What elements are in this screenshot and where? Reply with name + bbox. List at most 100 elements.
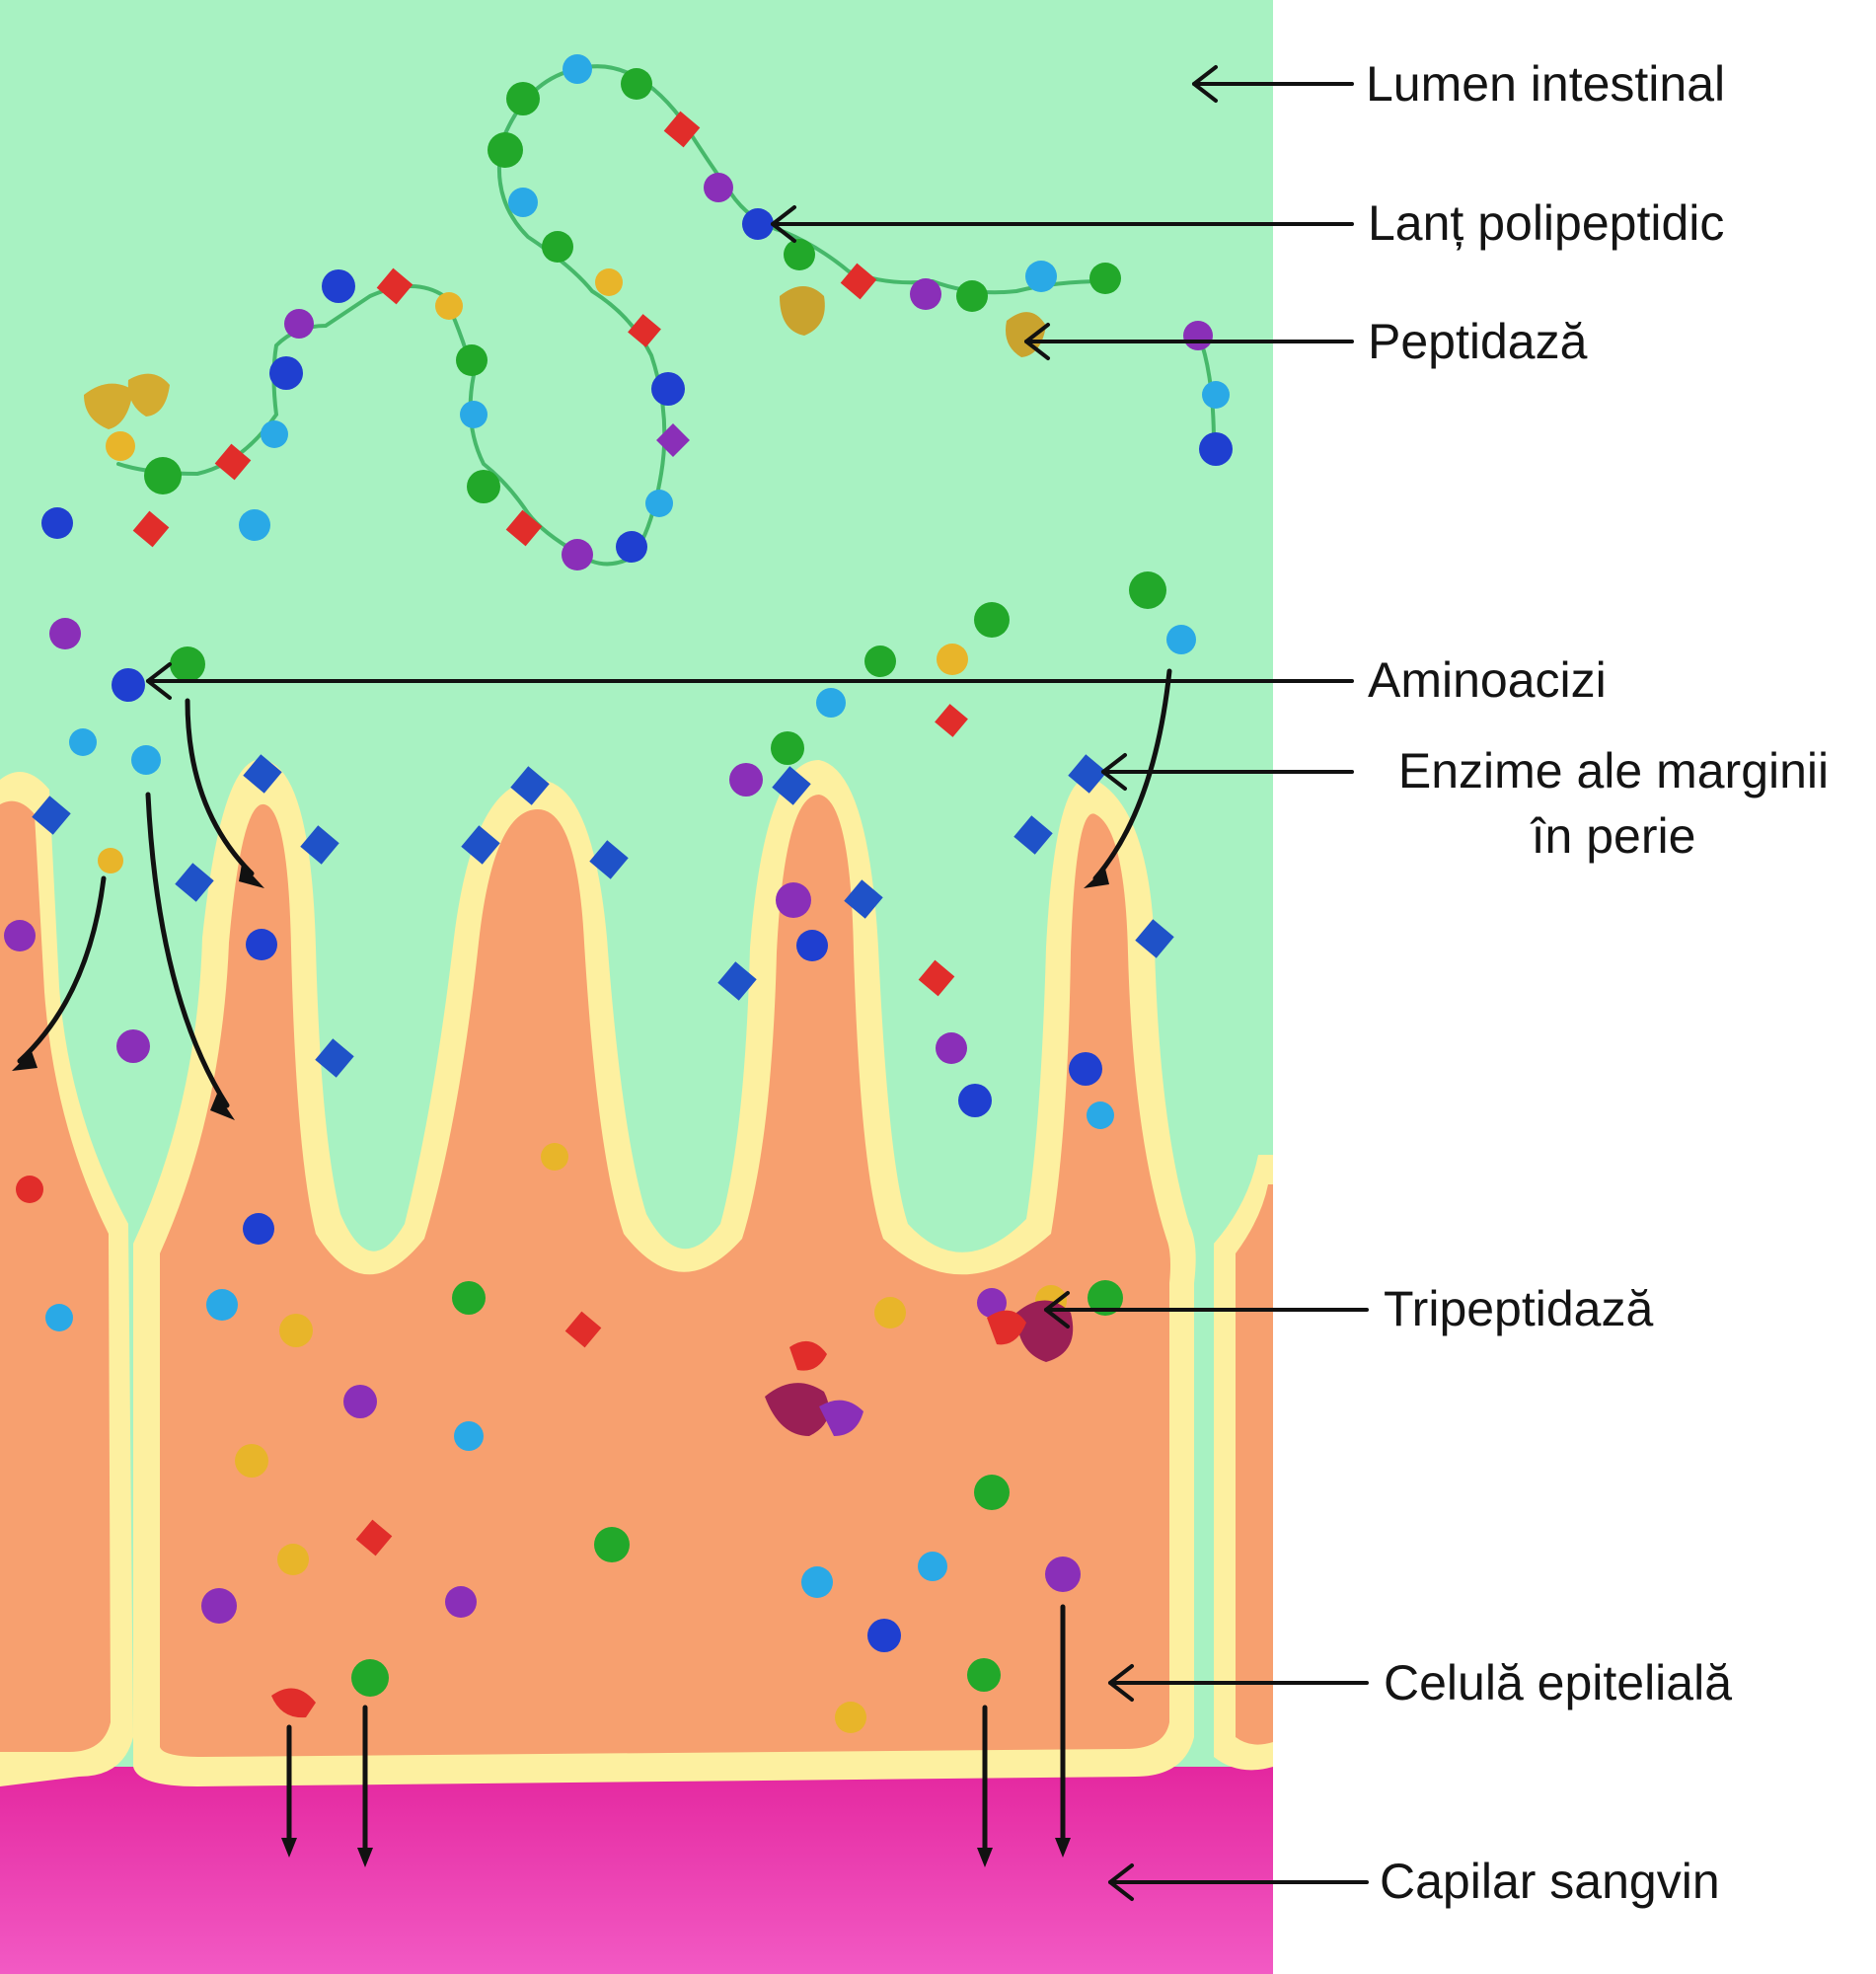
amino-acid [958,1084,992,1117]
amino-acid [261,420,288,448]
absorption-arrow [1092,668,1172,881]
amino-acid [656,423,690,457]
amino-acid [974,1475,1010,1510]
amino-acid [1129,571,1166,609]
amino-acid [1069,1052,1102,1086]
peptidase-enzyme [84,383,133,429]
transport-arrows [17,668,1172,1859]
amino-acid [784,239,815,270]
amino-acid [106,431,135,461]
amino-acid [170,646,205,682]
label-amino-acids: Aminoacizi [1368,652,1607,708]
amino-acid [467,470,500,503]
amino-acid [1202,381,1230,409]
amino-acid [840,263,877,300]
amino-acid [729,763,763,797]
amino-acid [956,280,988,312]
amino-acid [594,1527,630,1562]
amino-acid [936,1032,967,1064]
amino-acid [508,188,538,217]
amino-acid [910,278,941,310]
transport-arrowheads [12,864,1109,1867]
amino-acid [355,1519,393,1556]
label-brush-border-line1: Enzime ale marginii [1397,743,1830,798]
amino-acid [918,959,955,997]
tripeptidase-enzyme [1016,1300,1074,1362]
amino-acid [1089,263,1121,294]
leader-head-brush-border [1101,753,1127,791]
label-epithelial-cell: Celulă epitelială [1384,1655,1733,1710]
brush-border-enzyme [315,1038,354,1078]
leader-head-epithelial-cell [1108,1664,1134,1702]
amino-acid [1166,625,1196,654]
amino-acid [874,1297,906,1329]
amino-acid [45,1304,73,1331]
brush-border-enzyme [589,840,629,879]
amino-acid [214,443,252,481]
amino-acid [796,930,828,961]
amino-acid [505,509,543,547]
amino-acid [563,54,592,84]
label-brush-border-line2: în perie [1531,808,1696,864]
amino-acid [562,539,593,570]
amino-acid [801,1566,833,1598]
amino-acid [616,531,647,563]
absorption-arrow [145,792,230,1108]
amino-acid [246,929,277,960]
amino-acid [452,1281,486,1315]
amino-acid [974,602,1010,638]
label-brush-border-enzymes: Enzime ale marginii în perie [1368,738,1859,869]
brush-border-enzyme [32,796,71,835]
label-blood-capillary: Capilar sangvin [1380,1854,1720,1909]
absorption-arrow [185,698,255,876]
amino-acid [1045,1556,1081,1592]
amino-acid [201,1588,237,1624]
brush-border-enzyme [175,863,214,902]
amino-acid [112,668,145,702]
amino-acid [343,1385,377,1418]
amino-acid [460,401,488,428]
leader-head-capillary [1108,1863,1134,1901]
amino-acid [1025,261,1057,292]
tripeptidase-enzyme [987,1310,1026,1345]
brush-border-enzyme [300,825,339,865]
amino-acid [49,618,81,649]
amino-acid [131,745,161,775]
absorption-arrow [17,875,107,1064]
amino-acid [595,268,623,296]
brush-border-enzyme [461,825,500,865]
amino-acid [935,704,968,737]
amino-acid [235,1444,268,1478]
amino-acid [4,920,36,951]
amino-acid [742,208,774,240]
amino-acid [864,645,896,677]
amino-acid [41,507,73,539]
leader-head-lumen [1192,65,1218,103]
amino-acid [967,1658,1001,1692]
leader-head-polypeptide [771,205,796,243]
amino-acid [132,510,170,548]
brush-border-enzyme [510,766,550,805]
amino-acid [16,1176,43,1203]
leader-head-peptidase [1024,323,1050,360]
amino-acid [445,1586,477,1618]
label-lumen: Lumen intestinal [1366,56,1726,112]
brush-border-enzyme [717,961,757,1001]
amino-acid [144,457,182,494]
tripeptidase-enzyme [789,1340,827,1371]
label-peptidase: Peptidază [1368,314,1588,369]
amino-acid [977,1288,1007,1318]
amino-acid [277,1544,309,1575]
leader-head-tripeptidase [1044,1291,1070,1329]
amino-acid [116,1029,150,1063]
label-polypeptide-chain: Lanț polipeptidic [1368,195,1725,251]
brush-border-enzyme [243,754,282,794]
brush-border-enzyme [1013,815,1053,855]
amino-acid [322,269,355,303]
peptidase-enzyme [127,373,170,417]
amino-acid [771,731,804,765]
amino-acid [351,1659,389,1697]
brush-border-enzyme [1068,754,1107,794]
amino-acid [663,111,701,148]
